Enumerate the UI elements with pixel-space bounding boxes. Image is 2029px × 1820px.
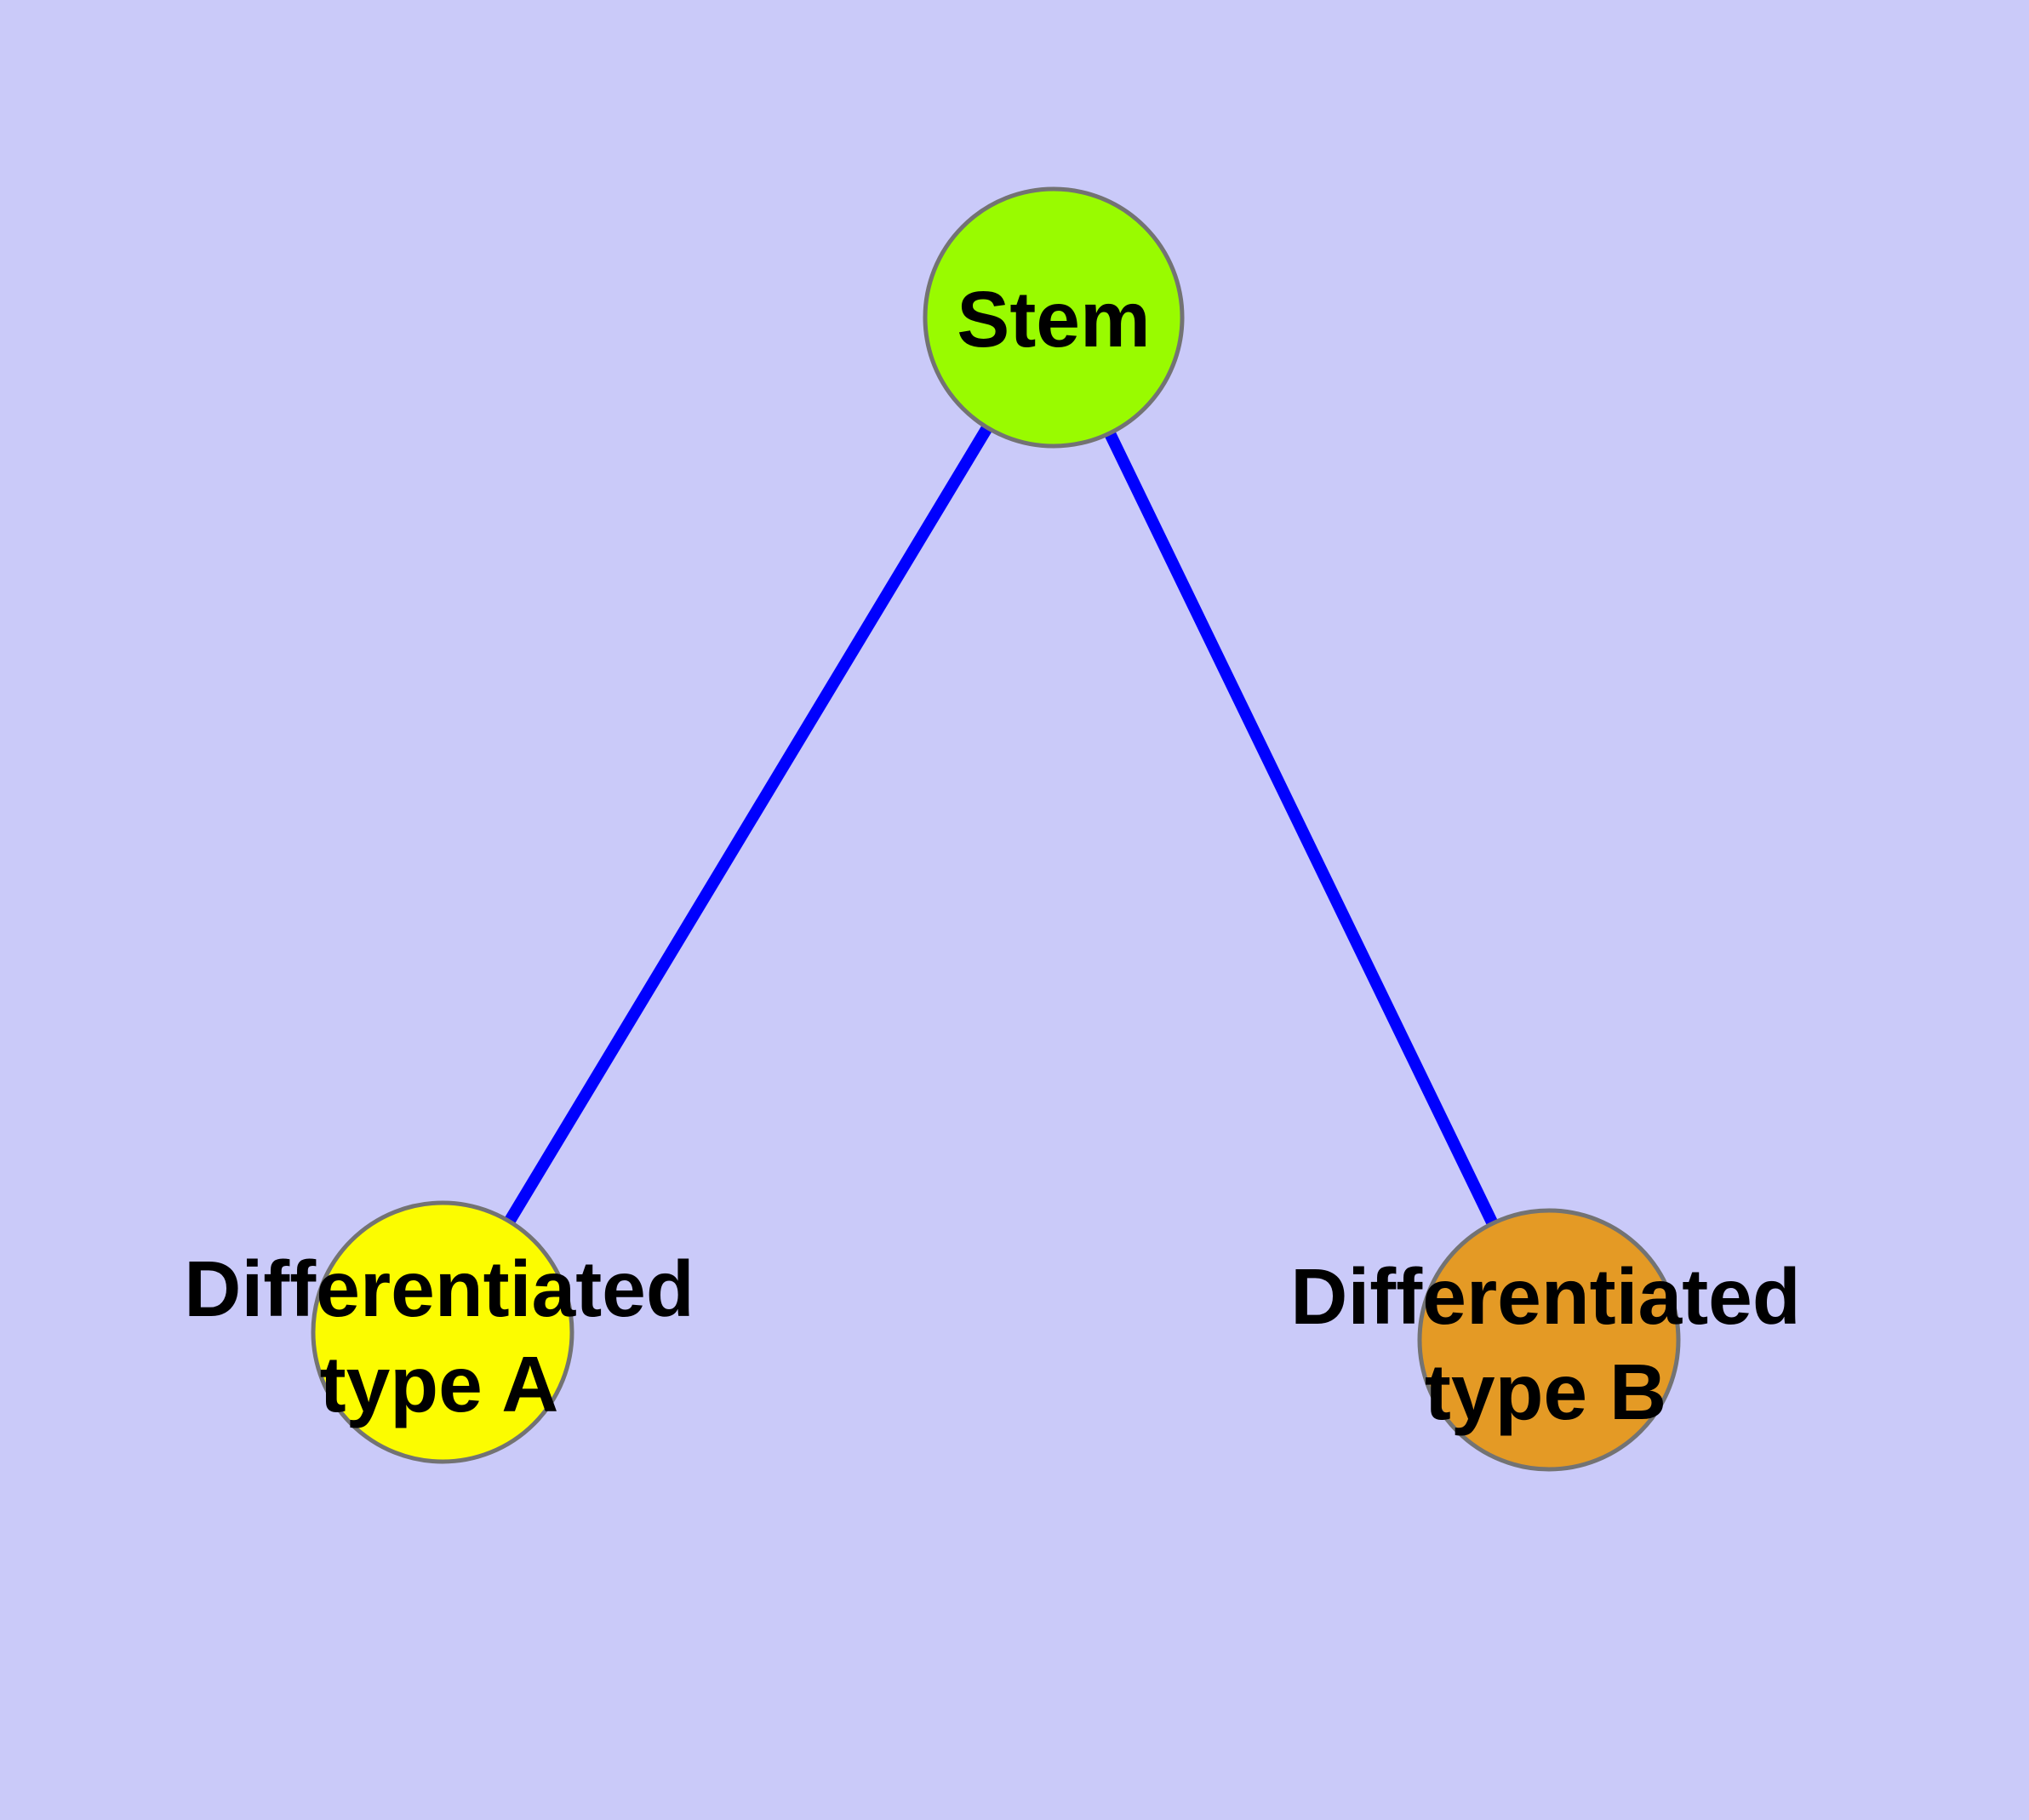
edge-stem-to-type-a [437,314,1059,1336]
node-stem-circle [923,186,1185,449]
node-type-b-label: Differentiated type B [1290,1249,1800,1439]
node-type-a-label: Differentiated type A [184,1241,694,1432]
node-stem-label: Stem [957,275,1151,363]
node-type-b-circle [1417,1208,1681,1472]
node-type-a-label-line1: Differentiated [184,1245,694,1333]
node-type-b-label-line1: Differentiated [1290,1252,1801,1341]
node-type-a-circle [311,1200,574,1464]
node-type-b-label-line2: type B [1424,1348,1667,1436]
edge-stem-to-type-b [1048,314,1555,1343]
node-type-a-label-line2: type A [319,1340,559,1428]
